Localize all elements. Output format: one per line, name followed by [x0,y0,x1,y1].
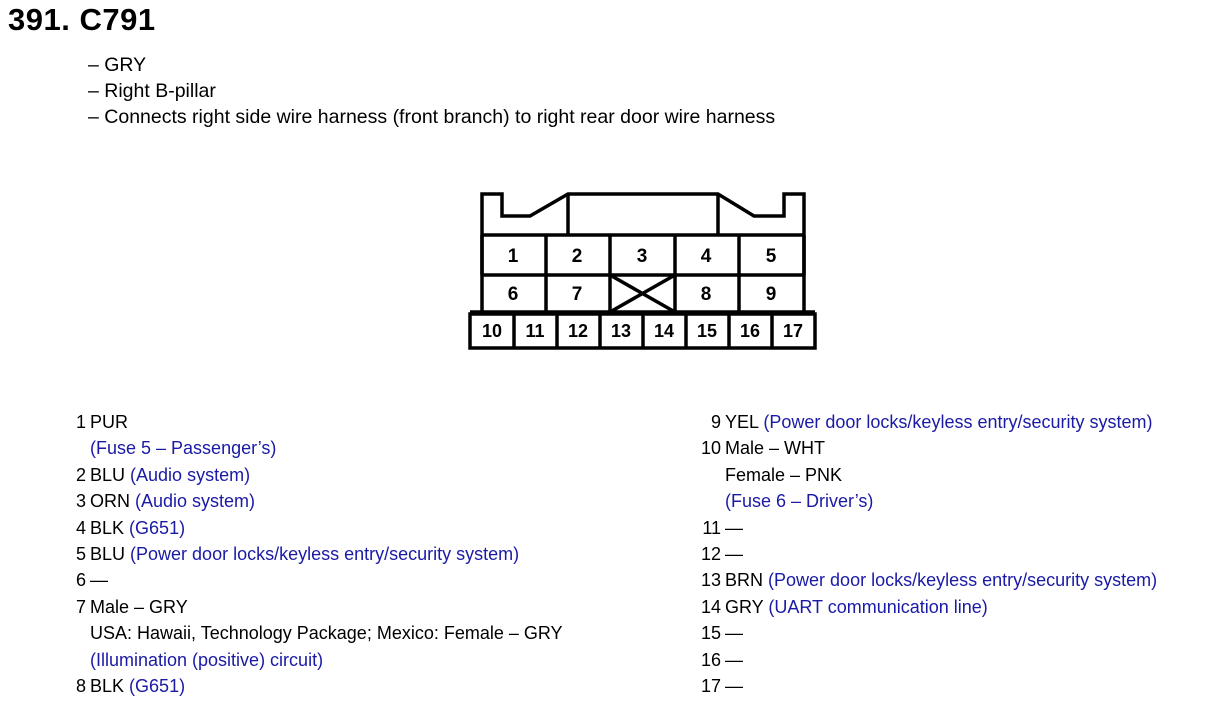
wire-color: Male – GRY [90,596,188,617]
circuit-description: (Power door locks/keyless entry/security… [763,412,1153,432]
wire-color: BLK [90,676,125,697]
pin-number: 16 [700,649,721,670]
pin-list-right: 9 YEL (Power door locks/keyless entry/se… [688,409,1157,699]
pin-entry: 11 — [688,515,1157,541]
wire-color-variant: Female – PNK [725,464,843,485]
pin-entry: 1 PUR (Fuse 5 – Passenger’s) [62,409,563,462]
wire-color: — [725,676,743,697]
pin-entry: 10 Male – WHT Female – PNK (Fuse 6 – Dri… [688,435,1157,514]
wire-color: BLK [90,517,125,538]
pin-entry: 14 GRY (UART communication line) [688,594,1157,620]
cavity-6-label: 6 [508,284,519,305]
pin-entry: 3 ORN (Audio system) [62,488,563,514]
pin-entry: 6 — [62,567,563,593]
pin-number: 4 [75,517,86,538]
cavity-11-label: 11 [525,321,544,341]
circuit-description: (Power door locks/keyless entry/security… [130,544,520,565]
pin-entry: 7 Male – GRY USA: Hawaii, Technology Pac… [62,594,563,673]
pin-entry: 12 — [688,541,1157,567]
cavity-2-label: 2 [572,246,583,267]
pin-number: 1 [75,412,86,432]
circuit-description: (Illumination (positive) circuit) [90,649,324,670]
cavity-13-label: 13 [611,321,631,341]
connector-location: – Right B-pillar [88,80,216,102]
pin-number: 14 [700,596,721,617]
pin-number: 15 [700,623,721,644]
wire-color: — [725,544,743,565]
cavity-4-label: 4 [701,246,712,267]
connector-description: – Connects right side wire harness (fron… [88,106,776,128]
pin-list-left: 1 PUR (Fuse 5 – Passenger’s) 2 BLU (Audi… [62,409,563,699]
wire-color: BRN [725,570,764,591]
circuit-description: (Audio system) [135,491,256,512]
circuit-description: (UART communication line) [768,596,988,617]
connector-housing-outline [480,192,806,275]
circuit-description: (Fuse 6 – Driver’s) [725,491,874,512]
wire-color: — [725,649,743,670]
connector-color: – GRY [88,54,147,76]
circuit-description: (Power door locks/keyless entry/security… [768,570,1158,591]
wire-color: Male – WHT [725,438,826,459]
cavity-3-label: 3 [637,246,648,267]
cavity-1-label: 1 [508,246,519,267]
wire-color: BLU [90,464,126,485]
pin-entry: 13 BRN (Power door locks/keyless entry/s… [688,567,1157,593]
pin-number: 3 [75,491,86,512]
pin-entry: 2 BLU (Audio system) [62,462,563,488]
pin-entry: 4 BLK (G651) [62,515,563,541]
wire-color: GRY [725,596,764,617]
pin-entry: 5 BLU (Power door locks/keyless entry/se… [62,541,563,567]
pin-number: 11 [702,517,721,538]
pin-number: 12 [700,544,721,565]
cavity-17-label: 17 [783,321,803,341]
circuit-description: (Fuse 5 – Passenger’s) [90,438,277,459]
cavity-9-label: 9 [766,284,777,305]
cavity-5-label: 5 [766,246,777,267]
pin-number: 7 [75,596,86,617]
pin-entry: 9 YEL (Power door locks/keyless entry/se… [688,409,1157,435]
pin-entry: 15 — [688,620,1157,646]
cavity-12-label: 12 [568,321,588,341]
wire-color: — [90,570,108,591]
empty-cavity-cross-b [609,273,676,314]
wire-color: ORN [90,491,130,512]
pin-number: 10 [700,438,721,459]
cavity-15-label: 15 [697,321,717,341]
pin-entry: 8 BLK (G651) [62,673,563,699]
connector-info: – GRY – Right B-pillar – Connects right … [88,52,775,130]
cavity-16-label: 16 [740,321,760,341]
pin-number: 13 [700,570,721,591]
pin-number: 6 [75,570,86,591]
cavity-7-label: 7 [572,284,583,305]
pin-number: 17 [700,676,721,697]
pin-entry: 17 — [688,673,1157,699]
pin-number: 9 [710,412,721,432]
cavity-14-label: 14 [654,321,674,341]
cavity-10-label: 10 [482,321,502,341]
pin-number: 5 [75,544,86,565]
pin-entry: 16 — [688,647,1157,673]
wire-color-variant: USA: Hawaii, Technology Package; Mexico:… [90,623,563,644]
circuit-description: (G651) [129,676,186,697]
wire-color: PUR [90,412,129,432]
circuit-description: (G651) [129,517,186,538]
cavity-8-label: 8 [701,284,712,305]
connector-title: 391. C791 [8,2,156,37]
pin-number: 8 [75,676,86,697]
wire-color: — [725,517,743,538]
circuit-description: (Audio system) [130,464,251,485]
wire-color: YEL [725,412,759,432]
wire-color: BLU [90,544,126,565]
wire-color: — [725,623,743,644]
pin-number: 2 [75,464,86,485]
